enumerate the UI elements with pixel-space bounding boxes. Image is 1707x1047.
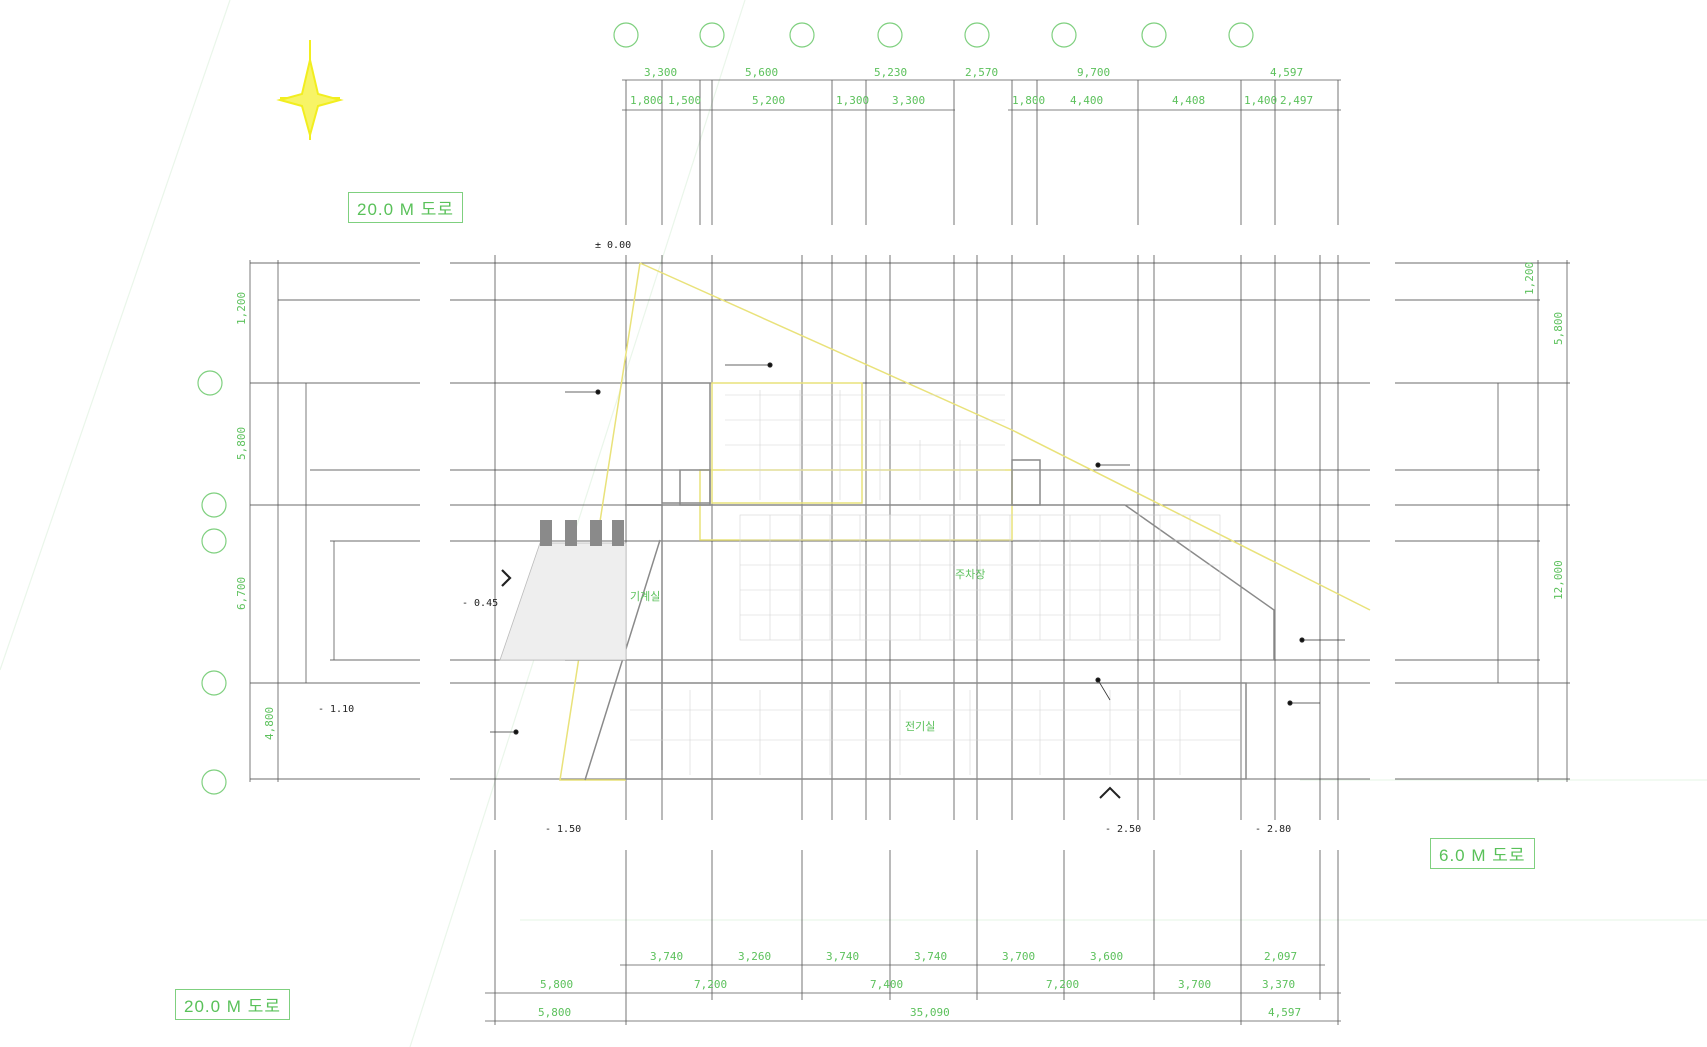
dim-top2-8: 4,408 [1172, 94, 1205, 107]
dim-bot1-1: 3,740 [650, 950, 683, 963]
dim-top2-5: 3,300 [892, 94, 925, 107]
dimension-lines [249, 79, 1568, 1022]
road-label-top-left-text: 20.0 M 도로 [357, 200, 454, 219]
north-arrow-icon [276, 40, 344, 140]
dim-bot1-7: 2,097 [1264, 950, 1297, 963]
road-label-bottom-right-text: 6.0 M 도로 [1439, 846, 1526, 865]
dim-right-1: 1,200 [1523, 262, 1536, 295]
dim-bot2-4: 7,200 [1046, 978, 1079, 991]
dim-bot1-4: 3,740 [914, 950, 947, 963]
dim-bot2-1: 5,800 [540, 978, 573, 991]
dim-top2-3: 5,200 [752, 94, 785, 107]
level-045: - 0.45 [462, 598, 498, 609]
dim-bot1-5: 3,700 [1002, 950, 1035, 963]
dim-left-1: 1,200 [235, 292, 248, 325]
dim-top-1: 3,300 [644, 66, 677, 79]
ramp-stripes [540, 520, 624, 546]
room-label-a: 주차장 [955, 568, 985, 581]
grid-bubbles-left [197, 370, 227, 795]
dim-left-3: 6,700 [235, 577, 248, 610]
dim-top2-1: 1,800 [630, 94, 663, 107]
dim-left-2: 5,800 [235, 427, 248, 460]
room-label-c: 전기실 [905, 720, 935, 733]
row-grid-lines [250, 262, 1570, 780]
dim-top-3: 5,230 [874, 66, 907, 79]
road-label-top-left: 20.0 M 도로 [348, 192, 463, 223]
level-280: - 2.80 [1255, 824, 1291, 835]
dim-bot2-2: 7,200 [694, 978, 727, 991]
dim-right-3: 12,000 [1552, 560, 1565, 600]
parking-grid [630, 390, 1240, 775]
ramp-area [499, 542, 627, 661]
dim-top2-9: 1,400 [1244, 94, 1277, 107]
dim-bot1-2: 3,260 [738, 950, 771, 963]
dim-bot3-2: 35,090 [910, 1006, 950, 1019]
dim-top-2: 5,600 [745, 66, 778, 79]
level-markers: ± 0.00 - 0.45 - 1.10 - 1.50 - 2.50 - 2.8… [318, 240, 1291, 835]
dim-bot2-5: 3,700 [1178, 978, 1211, 991]
room-label-b: 기계실 [630, 590, 660, 603]
dim-top2-4: 1,300 [836, 94, 869, 107]
room-labels: 주차장 기계실 전기실 [630, 568, 985, 733]
dim-top2-2: 1,500 [668, 94, 701, 107]
dim-bot2-3: 7,400 [870, 978, 903, 991]
entry-arrow-icon [501, 569, 512, 587]
road-label-bottom-left-text: 20.0 M 도로 [184, 997, 281, 1016]
dim-bot1-3: 3,740 [826, 950, 859, 963]
annotation-leaders [490, 362, 1345, 735]
dim-top-5: 9,700 [1077, 66, 1110, 79]
level-250: - 2.50 [1105, 824, 1141, 835]
road-label-bottom-right: 6.0 M 도로 [1430, 838, 1535, 869]
level-150: - 1.50 [545, 824, 581, 835]
dim-bot2-6: 3,370 [1262, 978, 1295, 991]
building-outline [559, 262, 1371, 781]
dim-right-2: 5,800 [1552, 312, 1565, 345]
dim-top2-10: 2,497 [1280, 94, 1313, 107]
level-110: - 1.10 [318, 704, 354, 715]
dim-bot3-1: 5,800 [538, 1006, 571, 1019]
road-label-bottom-left: 20.0 M 도로 [175, 989, 290, 1020]
dim-top-6: 4,597 [1270, 66, 1303, 79]
exit-arrow-icon [1099, 786, 1121, 799]
level-origin: ± 0.00 [595, 240, 631, 251]
dim-top-4: 2,570 [965, 66, 998, 79]
dim-top2-7: 4,400 [1070, 94, 1103, 107]
grid-bubbles-top [613, 22, 1254, 48]
dim-bot3-3: 4,597 [1268, 1006, 1301, 1019]
dim-top2-6: 1,800 [1012, 94, 1045, 107]
dim-left-4: 4,800 [263, 707, 276, 740]
dimension-texts: 3,300 5,600 5,230 2,570 9,700 4,597 1,80… [235, 66, 1565, 1019]
dim-bot1-6: 3,600 [1090, 950, 1123, 963]
